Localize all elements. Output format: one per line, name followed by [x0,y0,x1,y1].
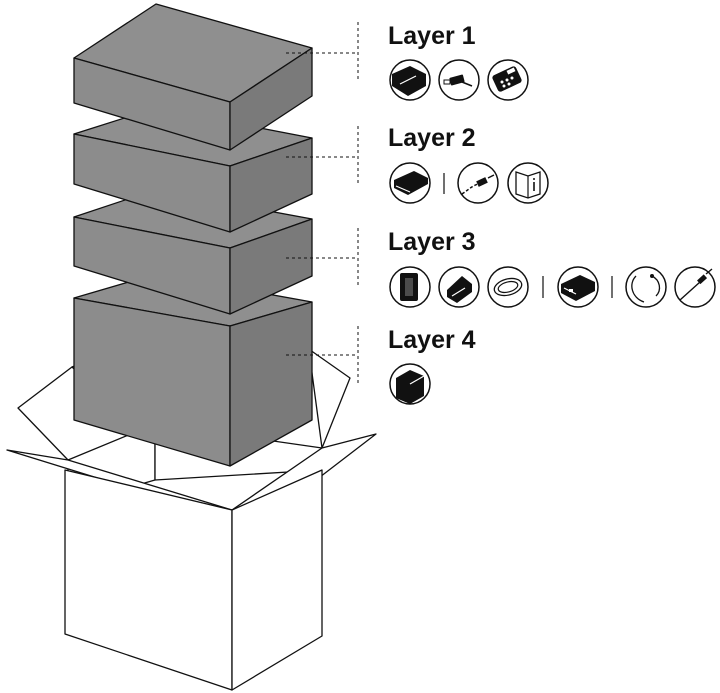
speaker-cable-icon [487,266,529,308]
layer-1-title: Layer 1 [388,22,476,50]
owners-guide-icon [507,162,549,204]
layer-3-icons [389,266,716,308]
cube-speaker-icon [389,266,431,308]
interface-module-icon [557,266,599,308]
usb-adapter-icon [438,59,480,101]
layer-4-tray [73,273,313,467]
audio-cable-icon [674,266,716,308]
layer-1-tray [73,3,313,151]
layer-2-tray-side [229,137,313,233]
layer-4-tray-side [229,301,313,467]
bass-module-icon [389,59,431,101]
cable-icon [457,162,499,204]
box-right-face [231,469,323,691]
speaker-icon [438,266,480,308]
layer-1-icons [389,59,529,101]
leader-lines [286,22,359,384]
ir-emitter-icon [625,266,667,308]
layer-4-title: Layer 4 [388,326,476,354]
speaker-array-icon [389,162,431,204]
layer-3-title: Layer 3 [388,228,476,256]
remote-control-icon [487,59,529,101]
subwoofer-icon [389,363,431,405]
layer-1-tray-side [229,47,313,151]
layer-2-icons [389,162,549,204]
layer-2-title: Layer 2 [388,124,476,152]
layer-4-icons [389,363,431,405]
layer-3-tray-side [229,218,313,315]
